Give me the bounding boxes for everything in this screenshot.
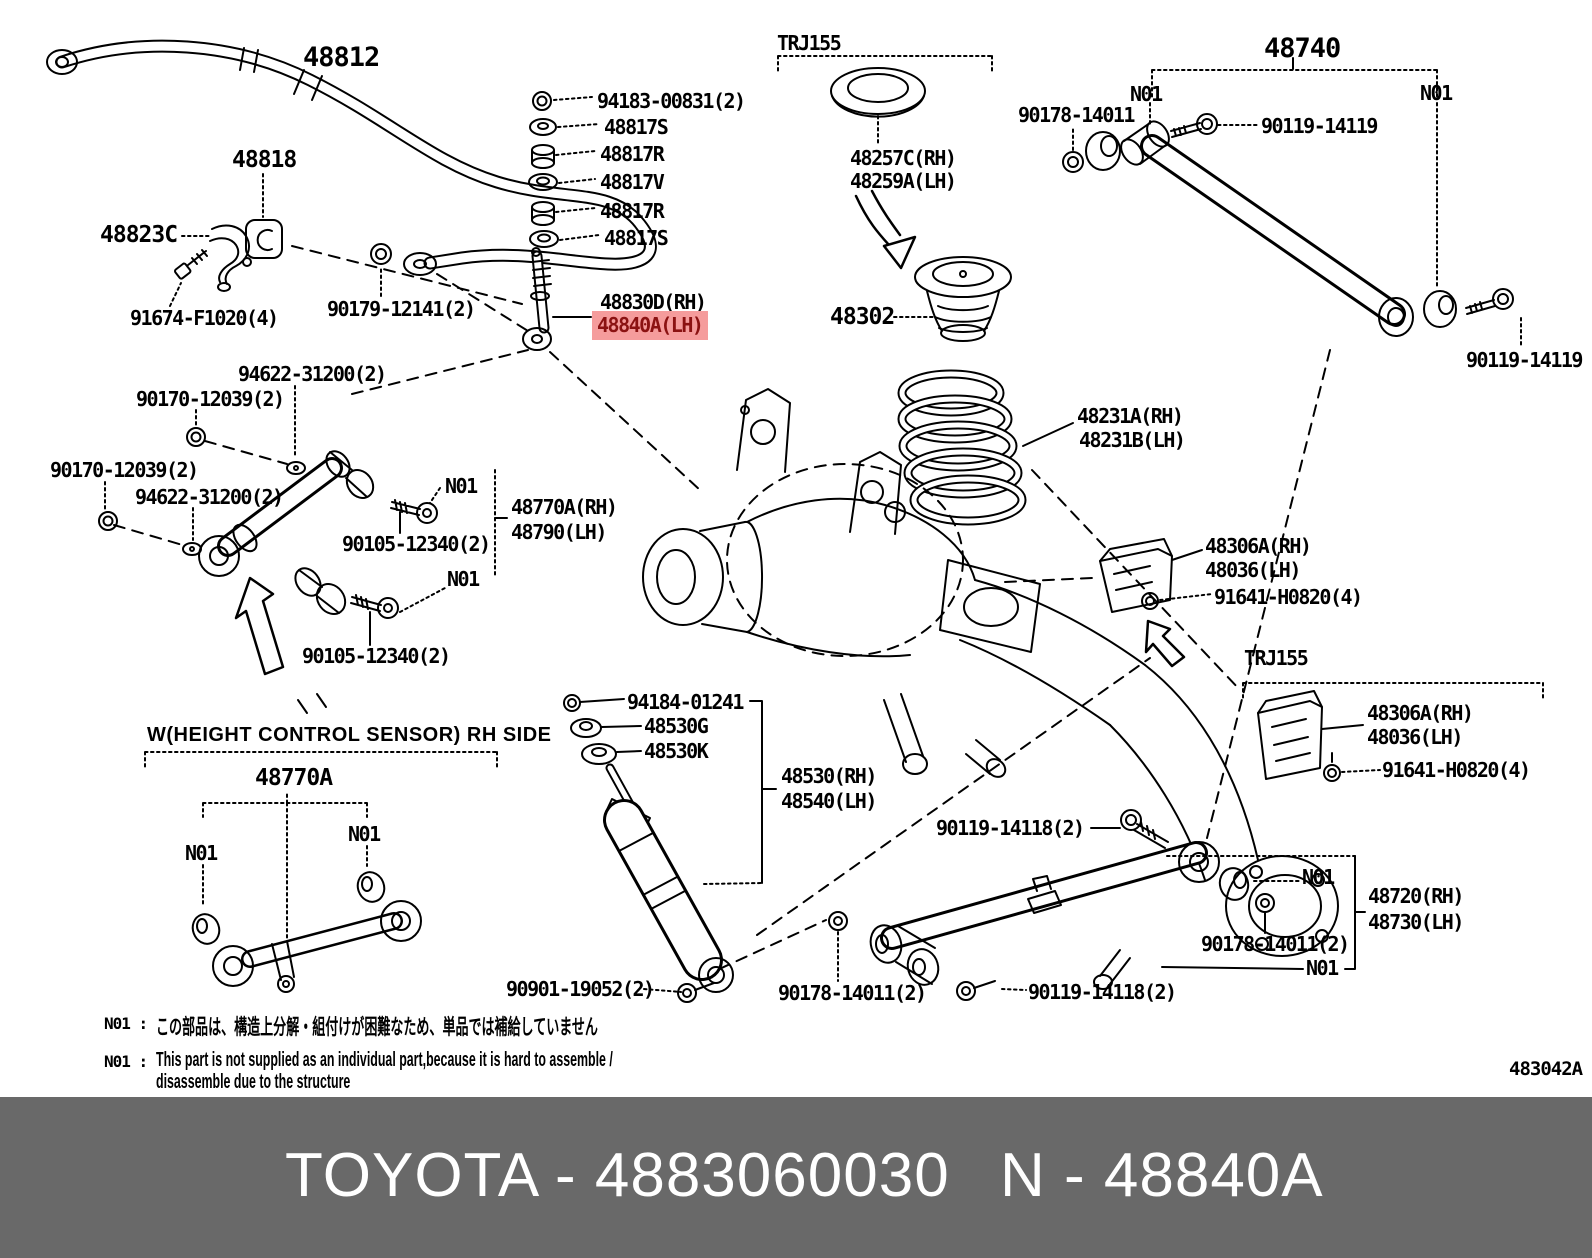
part-label: 48817V bbox=[600, 170, 665, 194]
part-label: 90179-12141(2) bbox=[327, 297, 476, 321]
part-label: 90170-12039(2) bbox=[50, 458, 199, 482]
part-label: N01 bbox=[447, 567, 480, 591]
note-english: N01 : This part is not supplied as an in… bbox=[104, 1049, 893, 1093]
part-label: 48259A(LH) bbox=[850, 169, 957, 193]
part-label: N01 bbox=[1130, 82, 1163, 106]
part-label: 90105-12340(2) bbox=[302, 644, 451, 668]
part-label: N01 bbox=[1302, 865, 1335, 889]
part-label: 90170-12039(2) bbox=[136, 387, 285, 411]
part-label: 48302 bbox=[830, 304, 895, 330]
part-label: W(HEIGHT CONTROL SENSOR) RH SIDE bbox=[147, 724, 552, 746]
part-label: N01 bbox=[185, 841, 218, 865]
part-label: N01 bbox=[1420, 81, 1453, 105]
upper-control-arm bbox=[98, 349, 701, 676]
part-label: 48530K bbox=[644, 739, 709, 763]
part-label: 90119-14119 bbox=[1466, 348, 1583, 372]
part-label: 94184-01241 bbox=[627, 690, 744, 714]
note-text-english-line2: disassemble due to the structure bbox=[156, 1071, 351, 1093]
part-label: 48830D(RH) bbox=[600, 290, 707, 314]
part-label: 90105-12340(2) bbox=[342, 532, 491, 556]
part-label: 90901-19052(2) bbox=[506, 977, 655, 1001]
stabilizer-bar bbox=[46, 39, 657, 276]
part-label: 48231B(LH) bbox=[1079, 428, 1186, 452]
shock-absorber bbox=[563, 694, 839, 1003]
part-label: 48530(RH) bbox=[781, 764, 877, 788]
part-label: 90178-14011(2) bbox=[1201, 932, 1350, 956]
diagram-line-art bbox=[46, 39, 1544, 1003]
part-label: 48770A bbox=[255, 765, 333, 791]
stabilizer-bushing-cluster bbox=[169, 173, 529, 332]
bumper-block-2 bbox=[1242, 682, 1544, 782]
stabilizer-link-hardware bbox=[528, 91, 600, 248]
lower-control-arm bbox=[828, 809, 1366, 1001]
part-label: 48812 bbox=[303, 42, 380, 73]
part-label: 90119-14118(2) bbox=[936, 816, 1085, 840]
note-text-japanese: この部品は、構造上分解・組付けが困難なため、単品では補給していません bbox=[156, 1016, 599, 1039]
part-label: 48036(LH) bbox=[1367, 725, 1463, 749]
part-label: 91641-H0820(4) bbox=[1214, 585, 1363, 609]
part-label: 48823C bbox=[100, 222, 178, 248]
part-label: 91674-F1020(4) bbox=[130, 306, 279, 330]
part-label: 48740 bbox=[1264, 33, 1341, 64]
part-label: 48770A(RH) bbox=[511, 495, 618, 519]
part-label: N01 bbox=[1306, 956, 1339, 980]
part-label: 48790(LH) bbox=[511, 520, 607, 544]
part-label: 94183-00831(2) bbox=[597, 89, 746, 113]
part-label: 48817R bbox=[600, 199, 665, 223]
part-label: 94622-31200(2) bbox=[135, 485, 284, 509]
part-label: TRJ155 bbox=[777, 31, 842, 55]
spring-seat-upper bbox=[777, 55, 1012, 342]
part-label: 90119-14118(2) bbox=[1028, 980, 1177, 1004]
part-label: 90178-14011(2) bbox=[778, 981, 927, 1005]
part-label: 94622-31200(2) bbox=[238, 362, 387, 386]
part-label: 48817S bbox=[604, 226, 669, 250]
note-text-english-line1: This part is not supplied as an individu… bbox=[156, 1049, 614, 1071]
stabilizer-link bbox=[522, 247, 592, 351]
footer-reference: N - 48840A bbox=[1000, 1141, 1324, 1210]
part-label: 48720(RH) bbox=[1368, 884, 1464, 908]
part-label: 48231A(RH) bbox=[1077, 404, 1184, 428]
note-prefix: N01 : bbox=[104, 1052, 148, 1071]
coil-spring bbox=[897, 369, 1074, 526]
footer-part-number: TOYOTA - 4883060030 bbox=[285, 1141, 950, 1210]
part-label: 91641-H0820(4) bbox=[1382, 758, 1531, 782]
lateral-rod-48740 bbox=[1062, 57, 1522, 349]
height-sensor-arm bbox=[144, 693, 498, 993]
part-label: 90178-14011 bbox=[1018, 103, 1135, 127]
footer-bar: TOYOTA - 4883060030 N - 48840A bbox=[0, 1097, 1592, 1258]
part-label: 48306A(RH) bbox=[1367, 701, 1474, 725]
part-label: 48817R bbox=[600, 142, 665, 166]
drawing-number: 483042A bbox=[1509, 1058, 1583, 1080]
highlighted-part-label: 48840A(LH) bbox=[592, 311, 709, 340]
note-prefix: N01 : bbox=[104, 1014, 148, 1033]
part-label: 48036(LH) bbox=[1205, 558, 1301, 582]
note-japanese: N01 : この部品は、構造上分解・組付けが困難なため、単品では補給していません bbox=[104, 1011, 869, 1041]
part-label: 48540(LH) bbox=[781, 789, 877, 813]
part-label: N01 bbox=[348, 822, 381, 846]
part-label: 48530G bbox=[644, 714, 709, 738]
part-label: N01 bbox=[445, 474, 478, 498]
part-label: 90119-14119 bbox=[1261, 114, 1378, 138]
part-label: 48730(LH) bbox=[1368, 910, 1464, 934]
part-label: 48817S bbox=[604, 115, 669, 139]
part-label: 48818 bbox=[232, 147, 297, 173]
part-label: TRJ155 bbox=[1244, 646, 1309, 670]
axle-housing bbox=[642, 349, 1339, 990]
bumper-block-1 bbox=[1099, 538, 1213, 668]
part-label: 48306A(RH) bbox=[1205, 534, 1312, 558]
part-label: 48257C(RH) bbox=[850, 146, 957, 170]
